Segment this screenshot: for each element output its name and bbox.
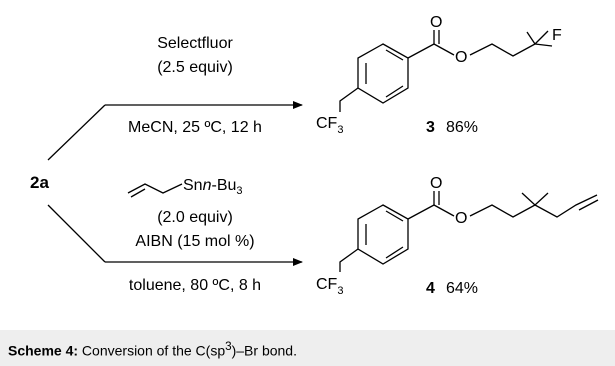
bottom-reagent-tin: Snn-Bu3 — [183, 177, 243, 197]
branch-line-bottom — [47, 204, 106, 263]
product-3-cf3: CF3 — [316, 115, 343, 136]
caption-text-post: )–Br bond. — [231, 342, 297, 359]
product-3-yield: 86% — [446, 119, 478, 136]
top-conditions: MeCN, 25 ºC, 12 h — [128, 119, 262, 136]
product-4-ester-o: O — [455, 210, 467, 227]
product-4-cf3: CF3 — [316, 276, 343, 297]
caption-bar: Scheme 4: Conversion of the C(sp3)–Br bo… — [0, 330, 615, 366]
product-4-structure — [339, 191, 599, 272]
allyl-double-bond — [130, 188, 146, 198]
product-4-yield: 64% — [446, 280, 478, 297]
caption-superscript: 3 — [225, 340, 232, 353]
product-4-number: 4 — [426, 280, 435, 297]
top-equiv: (2.5 equiv) — [157, 59, 233, 76]
bottom-initiator: AIBN (15 mol %) — [135, 233, 254, 250]
allyl-group — [127, 183, 183, 194]
caption-label: Scheme 4: — [8, 342, 79, 359]
top-reagent: Selectfluor — [157, 35, 233, 52]
product-4-carbonyl-o: O — [430, 175, 442, 192]
product-3-fluorine: F — [552, 27, 562, 44]
product-3-ester-o: O — [455, 49, 467, 66]
bottom-equiv: (2.0 equiv) — [157, 209, 233, 226]
start-label: 2a — [30, 173, 49, 192]
caption-text-pre: Conversion of the C(sp — [78, 342, 226, 359]
product-3-structure — [339, 30, 553, 112]
reaction-scheme: 2a Selectfluor (2.5 equiv) MeCN, 25 ºC, … — [30, 14, 599, 297]
branch-line-top — [47, 104, 106, 161]
bottom-conditions: toluene, 80 ºC, 8 h — [129, 277, 261, 294]
product-3-carbonyl-o: O — [430, 14, 442, 31]
product-3-number: 3 — [426, 119, 435, 136]
